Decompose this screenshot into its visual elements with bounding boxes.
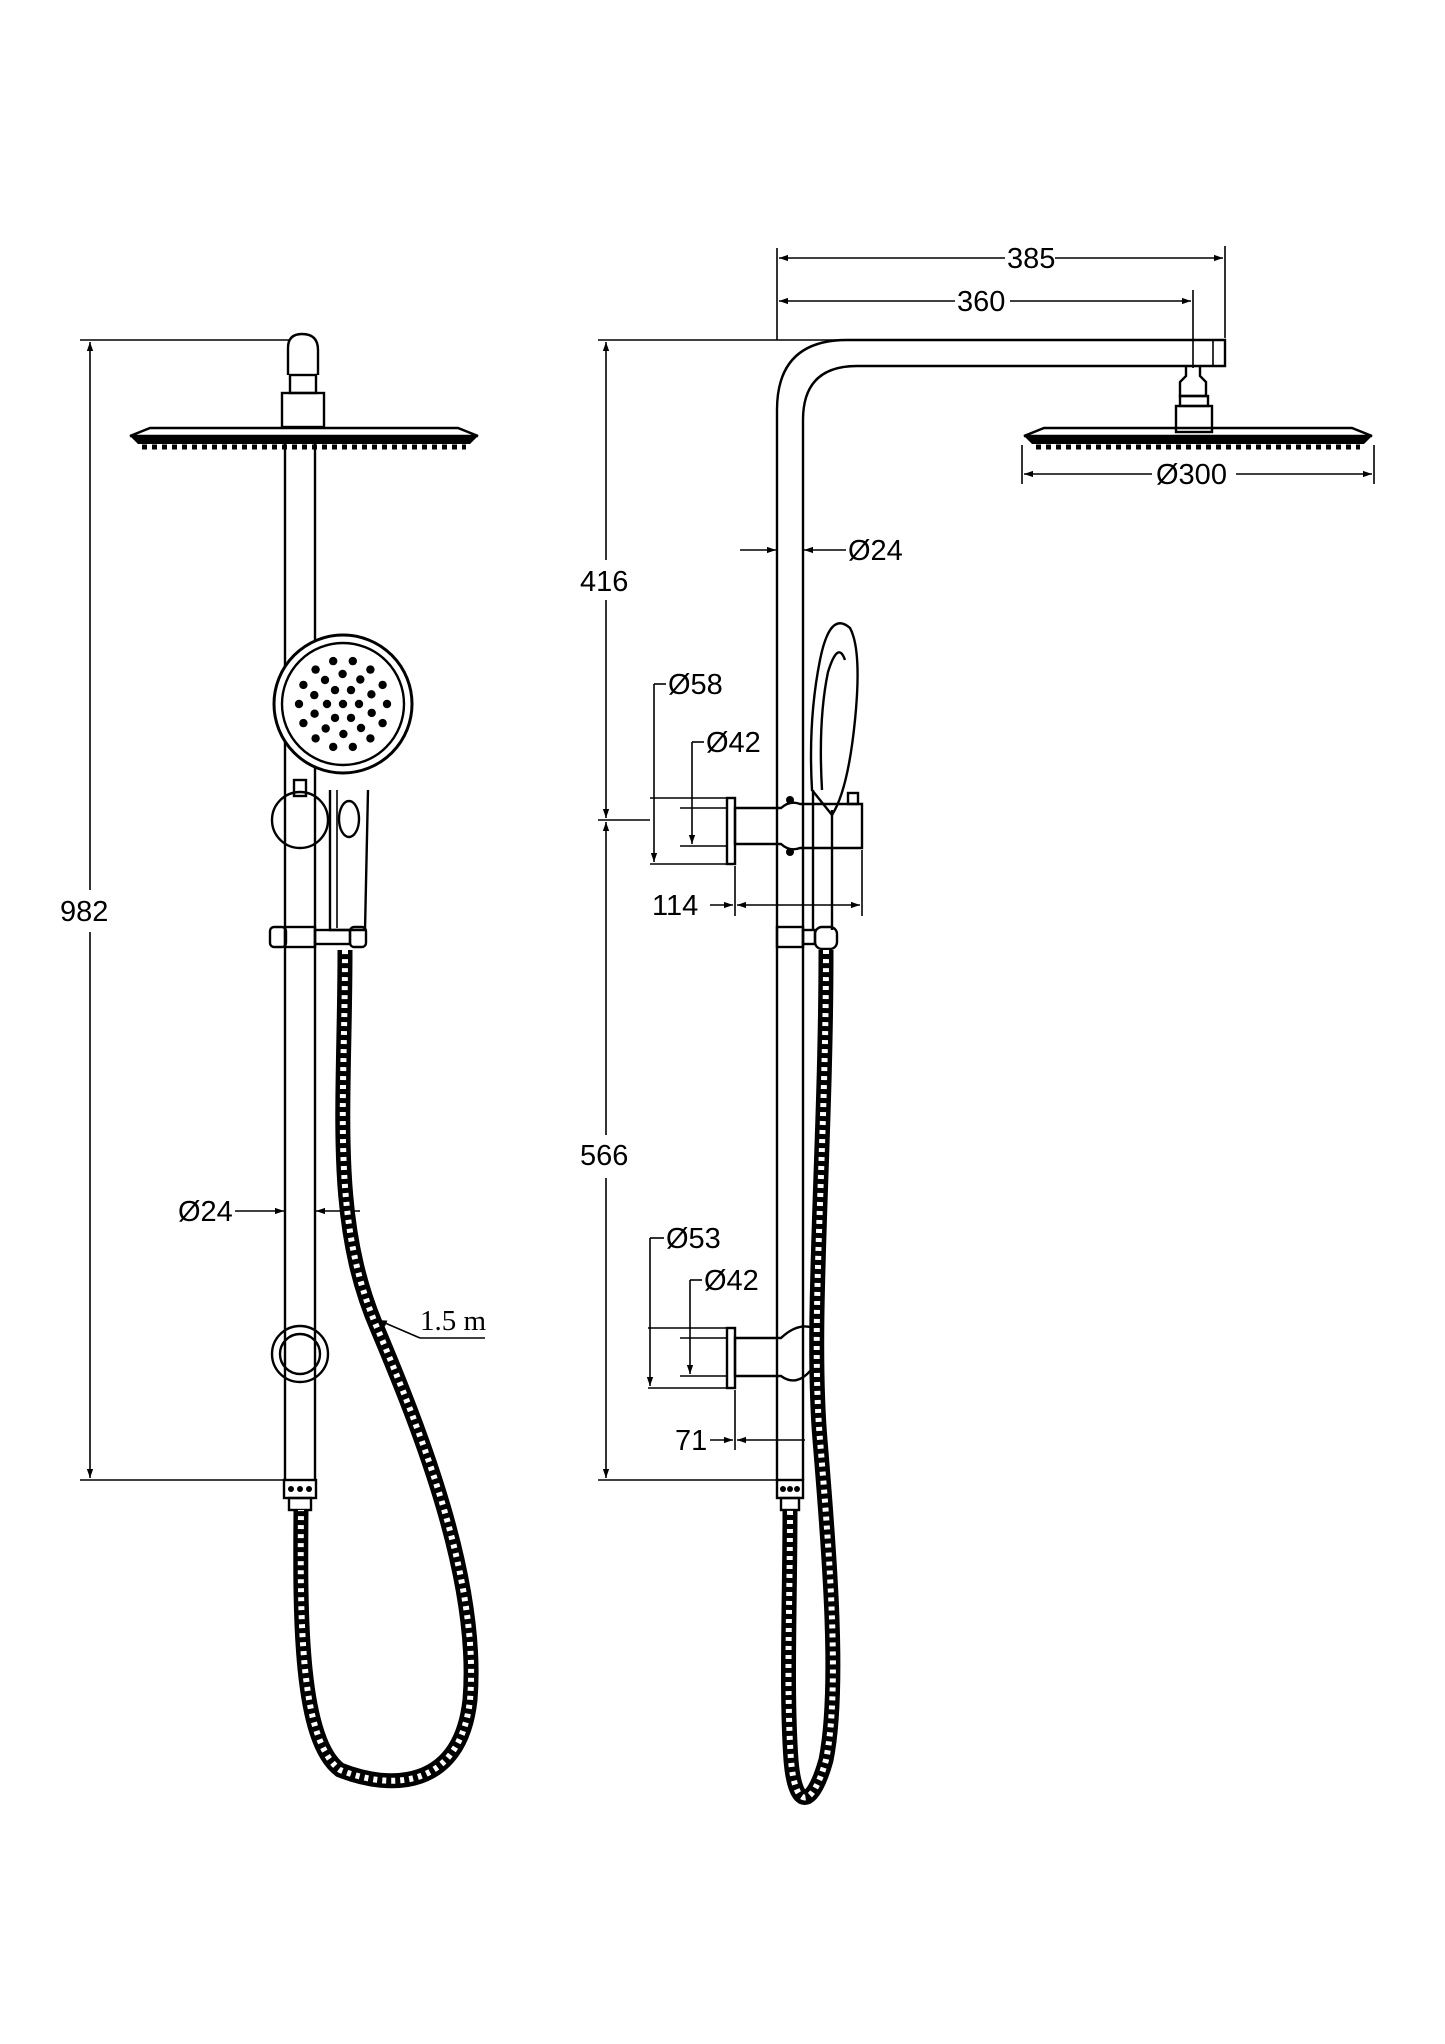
upper-projection-label: 114	[652, 890, 698, 922]
lower-height-label: 566	[580, 1140, 628, 1172]
side-lower-bracket	[725, 1325, 820, 1390]
height-dimensions: 416 566	[580, 339, 855, 1481]
nozzle-dot	[338, 669, 347, 679]
upper-height-label: 416	[580, 566, 628, 598]
shower-head-diameter-label: Ø300	[1156, 459, 1227, 491]
lower-plate-diameter-label: Ø53	[666, 1223, 721, 1255]
nozzle-dot	[310, 709, 319, 718]
nozzle-dot	[338, 699, 348, 709]
side-rail-and-arm	[775, 338, 1227, 1512]
side-slide-bracket	[775, 925, 839, 951]
front-rail-diameter-dimension: Ø24	[178, 1196, 360, 1228]
overall-height-label: 982	[60, 896, 108, 928]
nozzle-dot	[339, 729, 348, 739]
nozzle-dot	[348, 656, 357, 666]
nozzle-dot	[354, 699, 364, 709]
side-view: 385 360 416 566	[580, 243, 1375, 1805]
hose-length-dimension: 1.5 m	[377, 1305, 487, 1339]
nozzle-dot	[294, 699, 304, 709]
front-view: 982 Ø24	[60, 332, 487, 1789]
arm-projection-dimensions: 385 360	[776, 243, 1226, 368]
front-slide-bracket	[268, 925, 368, 949]
front-lower-bracket	[270, 1324, 330, 1384]
nozzle-dot	[329, 742, 338, 752]
shower-head-diameter-dimension: Ø300	[1021, 445, 1375, 491]
arm-projection-inner-label: 360	[957, 286, 1005, 318]
nozzle-dot	[348, 742, 357, 752]
side-rail-diameter-label: Ø24	[848, 535, 903, 567]
nozzle-dot	[330, 713, 340, 723]
side-shower-head	[1023, 366, 1373, 450]
overall-height-dimension: 982	[60, 339, 290, 1481]
side-upper-bracket	[725, 791, 864, 866]
lower-projection-label: 71	[675, 1425, 707, 1457]
nozzle-dot	[321, 724, 330, 733]
nozzle-dot	[367, 708, 376, 718]
front-shower-head	[129, 426, 479, 450]
front-upper-bracket	[270, 778, 330, 850]
nozzle-dot	[378, 718, 387, 728]
arm-projection-outer-label: 385	[1007, 243, 1055, 275]
lower-boss-diameter-label: Ø42	[704, 1265, 759, 1297]
nozzle-dot	[310, 690, 319, 700]
nozzle-dot	[330, 685, 340, 695]
nozzle-dot	[299, 680, 308, 690]
nozzle-dot	[311, 665, 320, 674]
side-rail-diameter-dimension: Ø24	[740, 535, 903, 567]
side-hand-shower	[809, 622, 859, 930]
side-hose	[780, 949, 841, 1805]
hand-shower-nozzles	[294, 656, 392, 752]
front-rail-diameter-label: Ø24	[178, 1196, 233, 1228]
front-hose	[293, 949, 479, 1789]
nozzle-dot	[320, 675, 330, 685]
nozzle-dot	[311, 734, 320, 743]
hose-length-label: 1.5 m	[420, 1305, 487, 1337]
nozzle-dot	[299, 718, 308, 728]
lower-bracket-dimensions: Ø53 Ø42 71	[646, 1223, 805, 1457]
nozzle-dot	[322, 699, 332, 709]
nozzle-dot	[366, 734, 375, 743]
front-hand-shower	[272, 633, 414, 932]
nozzle-dot	[378, 680, 387, 690]
upper-bracket-dimensions: Ø58 Ø42 114	[650, 669, 863, 922]
front-rail	[282, 444, 318, 1512]
nozzle-dot	[356, 723, 366, 733]
nozzle-dot	[346, 713, 356, 723]
nozzle-dot	[382, 699, 392, 709]
upper-plate-diameter-label: Ø58	[668, 669, 723, 701]
front-arm-connector	[280, 332, 326, 429]
nozzle-dot	[356, 675, 365, 684]
nozzle-dot	[366, 665, 375, 674]
upper-boss-diameter-label: Ø42	[706, 727, 761, 759]
nozzle-dot	[346, 685, 356, 695]
nozzle-dot	[367, 690, 376, 699]
nozzle-dot	[329, 656, 338, 666]
